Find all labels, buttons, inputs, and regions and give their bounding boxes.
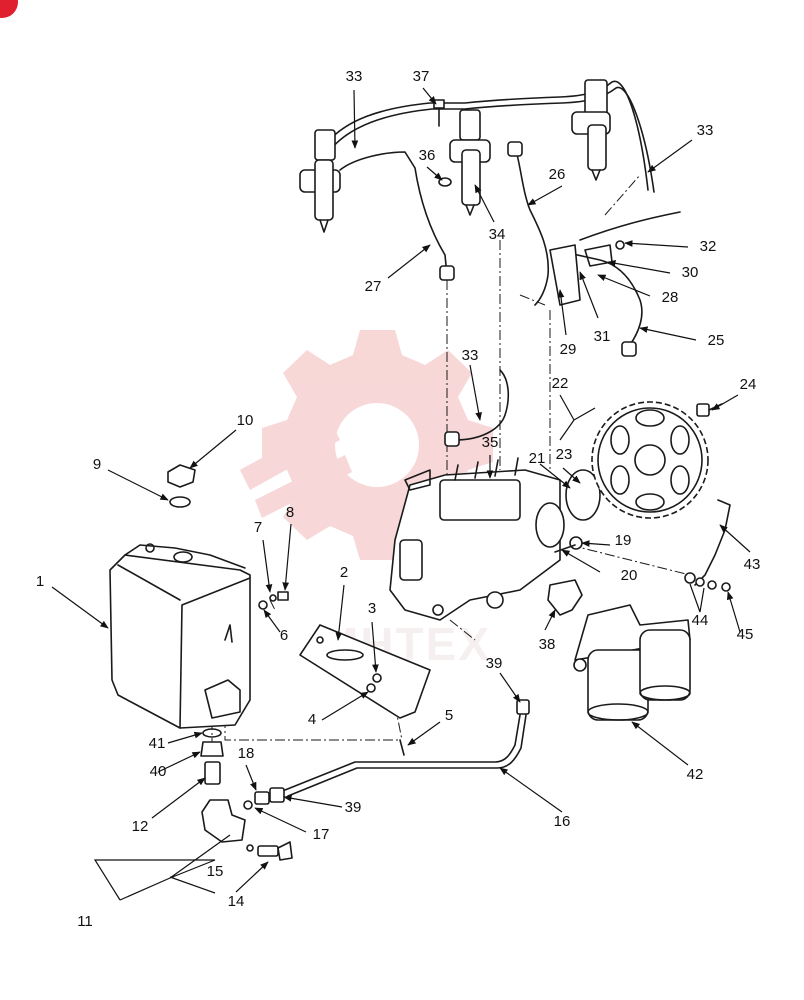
o-ring-23 — [565, 469, 601, 521]
gasket-9 — [169, 496, 191, 508]
injector-left — [299, 129, 341, 233]
drive-gear-22 — [591, 401, 709, 519]
callout-31: 31 — [594, 328, 611, 345]
nut-40 — [200, 741, 224, 757]
leader-lines — [51, 87, 751, 901]
callout-35: 35 — [482, 434, 499, 451]
callout-7: 7 — [254, 519, 262, 536]
mounting-bracket-2 — [299, 624, 431, 719]
callout-39-lower: 39 — [345, 799, 362, 816]
callout-44: 44 — [692, 612, 709, 629]
callout-37: 37 — [413, 68, 430, 85]
callout-19: 19 — [615, 532, 632, 549]
fittings-6-7-8 — [258, 591, 289, 610]
callout-16: 16 — [554, 813, 571, 830]
injector-right — [571, 79, 611, 181]
callout-40: 40 — [150, 763, 167, 780]
callout-34: 34 — [489, 226, 506, 243]
fuel-line-26 — [514, 147, 550, 306]
callout-41: 41 — [149, 735, 166, 752]
callout-26: 26 — [549, 166, 566, 183]
fuel-tank-1 — [109, 543, 251, 729]
callout-3: 3 — [368, 600, 376, 617]
injector-leak-off-line — [324, 80, 655, 193]
callout-15: 15 — [207, 863, 224, 880]
bracket-clamps — [549, 240, 625, 306]
callout-38: 38 — [539, 636, 556, 653]
callout-18: 18 — [238, 745, 255, 762]
callout-25: 25 — [708, 332, 725, 349]
callout-5: 5 — [445, 707, 453, 724]
fuel-line-16 — [284, 714, 521, 791]
stud-20 — [554, 544, 576, 553]
fuel-filter-42 — [573, 604, 691, 721]
injector-center — [449, 109, 491, 216]
strainer-12 — [204, 761, 221, 785]
elbow-fitting-38 — [547, 579, 583, 616]
callout-24: 24 — [740, 376, 757, 393]
callout-36: 36 — [419, 147, 436, 164]
callout-22: 22 — [552, 375, 569, 392]
callout-4: 4 — [308, 711, 316, 728]
callout-33-right: 33 — [697, 122, 714, 139]
fittings-44-45 — [684, 572, 731, 592]
callout-23: 23 — [556, 446, 573, 463]
fuel-line-27 — [339, 151, 448, 276]
callout-33-top: 33 — [346, 68, 363, 85]
bolts-3-4 — [366, 673, 382, 693]
callout-1: 1 — [36, 573, 44, 590]
callout-29: 29 — [560, 341, 577, 358]
callout-27: 27 — [365, 278, 382, 295]
callout-39-upper: 39 — [486, 655, 503, 672]
callout-11: 11 — [77, 913, 93, 930]
bolt-5 — [399, 739, 405, 756]
callout-8: 8 — [286, 504, 294, 521]
o-ring-41 — [202, 728, 222, 738]
drain-valve-14 — [246, 841, 293, 861]
corner-badge-icon — [0, 0, 18, 18]
washer-19 — [569, 536, 583, 550]
fittings-17-18-39 — [243, 787, 285, 810]
callout-12: 12 — [132, 818, 149, 835]
callout-45: 45 — [737, 626, 754, 643]
callout-43: 43 — [744, 556, 761, 573]
filler-cap-10 — [167, 464, 196, 488]
elbow-15 — [201, 799, 246, 843]
callout-9: 9 — [93, 456, 101, 473]
callout-30: 30 — [682, 264, 699, 281]
fuel-line-33-lower — [454, 369, 510, 441]
injection-pump — [389, 457, 565, 621]
callout-14: 14 — [228, 893, 245, 910]
tube-43 — [694, 499, 731, 586]
callout-42: 42 — [687, 766, 704, 783]
callout-21: 21 — [529, 450, 546, 467]
fuel-line-27-nut — [439, 265, 455, 281]
callout-2: 2 — [340, 564, 348, 581]
callout-17: 17 — [313, 826, 330, 843]
callout-20: 20 — [621, 567, 638, 584]
callout-10: 10 — [237, 412, 254, 429]
callout-33-mid: 33 — [462, 347, 479, 364]
callout-28: 28 — [662, 289, 679, 306]
callout-labels: 1 2 3 4 5 6 7 8 9 10 11 12 14 15 16 17 1… — [36, 68, 761, 930]
callout-6: 6 — [280, 627, 288, 644]
callout-32: 32 — [700, 238, 717, 255]
